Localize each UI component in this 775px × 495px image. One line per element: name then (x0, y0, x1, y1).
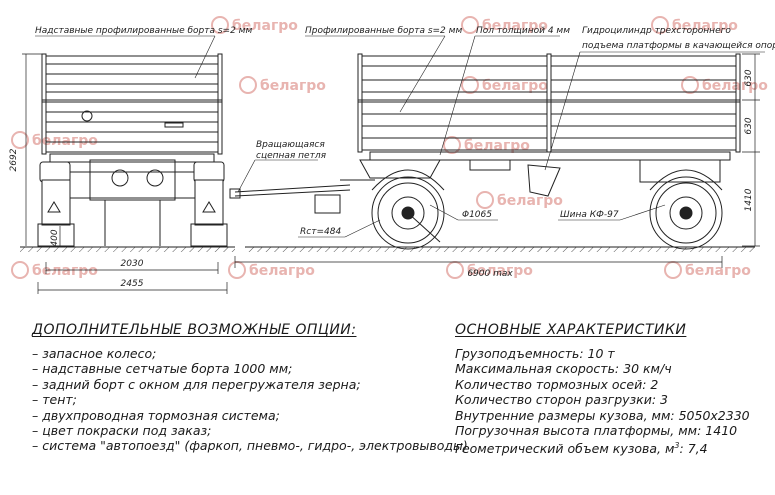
trailer-drawing: белагро белагро белагро белагро белагро … (9, 16, 775, 294)
options-list: запасное колесо; надставные сетчатые бор… (32, 346, 468, 454)
options-item: надставные сетчатые борта 1000 мм; (32, 361, 442, 376)
label-tire: Шина КФ-97 (560, 210, 619, 220)
options-item: система "автопоезд" (фаркоп, пневмо-, ги… (32, 438, 468, 453)
specs-item: Количество сторон разгрузки: 3 (455, 392, 668, 408)
watermark-brand: белагро (32, 263, 98, 279)
label-cylinder-line2: подъема платформы в качающейся опоре (582, 41, 775, 51)
options-title: ДОПОЛНИТЕЛЬНЫЕ ВОЗМОЖНЫЕ ОПЦИИ: (32, 322, 357, 338)
dim-track: 2030 (121, 259, 144, 269)
watermarks: белагро белагро белагро белагро белагро … (11, 16, 768, 279)
front-dimensions (22, 53, 228, 294)
specs-section: ОСНОВНЫЕ ХАРАКТЕРИСТИКИ Грузоподъемность… (455, 322, 765, 457)
options-item: задний борт с окном для перегружателя зе… (32, 377, 442, 392)
specs-item: Максимальная скорость: 30 км/ч (455, 361, 672, 377)
label-cylinder-line1: Гидроцилиндр трехстороннего (582, 26, 731, 36)
dim-width: 2455 (121, 279, 144, 289)
options-item: двухпроводная тормозная система; (32, 408, 442, 423)
specs-item: Количество тормозных осей: 2 (455, 376, 659, 392)
watermark-brand: белагро (32, 133, 98, 149)
watermark-brand: белагро (497, 193, 563, 209)
watermark-brand: белагро (702, 78, 768, 94)
dim-height-total: 2692 (9, 148, 19, 171)
label-hitch-line1: Вращающаяся (256, 140, 325, 150)
specs-item: Грузоподъемность: 10 т (455, 346, 615, 361)
dim-hitch-height: 400 (50, 229, 60, 246)
label-floor: Пол толщиной 4 мм (476, 26, 570, 36)
watermark-brand: белагро (685, 263, 751, 279)
label-side-boards: Надставные профилированные борта s=2 мм (35, 26, 252, 36)
side-dimensions (234, 53, 760, 268)
watermark-brand: белагро (249, 263, 315, 279)
label-hitch-line2: сцепная петля (256, 151, 327, 161)
specs-title: ОСНОВНЫЕ ХАРАКТЕРИСТИКИ (455, 322, 687, 338)
front-view (37, 53, 228, 247)
watermark-brand: белагро (672, 18, 738, 34)
dim-length-max: 6900 max (467, 269, 513, 279)
label-radius: Rст=484 (300, 227, 341, 237)
label-profiled-boards: Профилированные борта s=2 мм (305, 26, 462, 36)
label-wheel-dia: Φ1065 (462, 210, 492, 220)
watermark-brand: белагро (482, 78, 548, 94)
side-view (229, 53, 741, 250)
dim-board-mid: 630 (744, 117, 754, 134)
volume-value: : 7,4 (679, 441, 708, 457)
watermark-brand: белагро (482, 18, 548, 34)
options-section: ДОПОЛНИТЕЛЬНЫЕ ВОЗМОЖНЫЕ ОПЦИИ: запасное… (32, 322, 468, 454)
dim-platform-height: 1410 (744, 188, 754, 211)
ground (20, 246, 755, 252)
options-item: цвет покраски под заказ; (32, 423, 442, 438)
watermark-brand: белагро (467, 263, 533, 279)
specs-list: Грузоподъемность: 10 т Максимальная скор… (455, 346, 765, 457)
options-item: запасное колесо; (32, 346, 442, 361)
watermark-brand: белагро (232, 18, 298, 34)
watermark-brand: белагро (260, 78, 326, 94)
volume-exponent: 3 (674, 441, 680, 451)
dim-board-top: 630 (744, 69, 754, 86)
volume-prefix: Геометрический объем кузова, м (455, 441, 675, 457)
specs-item: Погрузочная высота платформы, мм: 1410 (455, 423, 738, 439)
specs-item-volume: Геометрический объем кузова, м3: 7,4 (455, 438, 765, 457)
leader-lines (35, 35, 765, 238)
options-item: тент; (32, 392, 442, 407)
specs-item: Внутренние размеры кузова, мм: 5050х2330 (455, 407, 750, 423)
